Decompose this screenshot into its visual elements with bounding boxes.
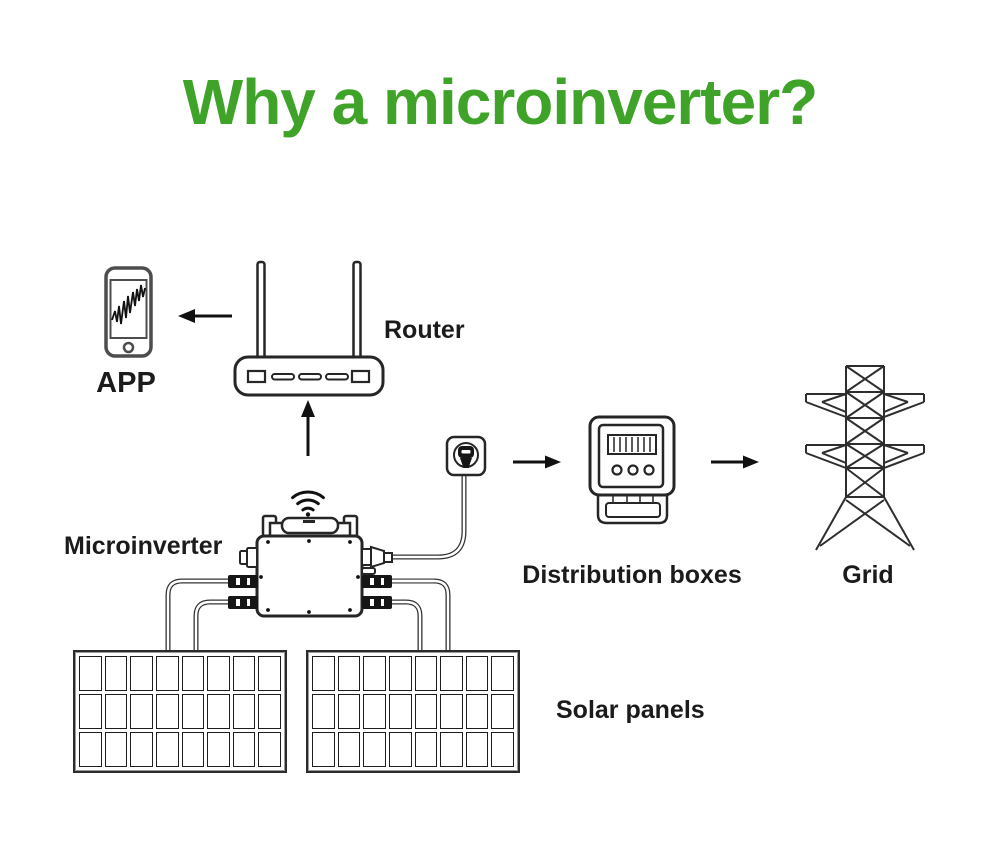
router-label: Router bbox=[384, 316, 465, 344]
home-button bbox=[122, 341, 135, 354]
solar-cell bbox=[258, 732, 281, 767]
solar-cell bbox=[491, 656, 514, 691]
solar-cell bbox=[155, 656, 179, 691]
solar-panels-label: Solar panels bbox=[556, 696, 705, 724]
solar-panel bbox=[73, 650, 287, 773]
screws bbox=[259, 539, 360, 614]
handle bbox=[280, 516, 340, 535]
solar-cell bbox=[155, 732, 179, 767]
solar-cell bbox=[491, 732, 514, 767]
microinverter-icon bbox=[228, 514, 393, 618]
transmission-tower-icon bbox=[805, 365, 925, 551]
solar-cell bbox=[337, 656, 361, 691]
wifi-signal-icon bbox=[291, 490, 325, 517]
solar-cell bbox=[130, 732, 153, 767]
solar-cell bbox=[232, 732, 256, 767]
solar-cell bbox=[130, 694, 153, 729]
solar-cell bbox=[363, 694, 386, 729]
solar-cell bbox=[207, 694, 230, 729]
arrow-up-icon bbox=[301, 400, 315, 456]
solar-cell bbox=[337, 694, 361, 729]
dc-cables bbox=[165, 578, 451, 655]
solar-cell bbox=[388, 732, 412, 767]
solar-cell bbox=[207, 732, 230, 767]
ac-cable bbox=[392, 468, 467, 560]
page-title: Why a microinverter? bbox=[182, 66, 818, 138]
wifi-router-icon bbox=[233, 260, 385, 397]
microinverter-label: Microinverter bbox=[64, 532, 223, 560]
solar-cell bbox=[232, 694, 256, 729]
solar-cell bbox=[155, 694, 179, 729]
solar-cell bbox=[388, 656, 412, 691]
solar-cell bbox=[414, 732, 438, 767]
solar-cell bbox=[440, 656, 463, 691]
solar-cell bbox=[491, 694, 514, 729]
solar-cell bbox=[232, 656, 256, 691]
arrow-left-icon bbox=[178, 309, 232, 323]
solar-cell bbox=[181, 732, 205, 767]
solar-cell bbox=[388, 694, 412, 729]
solar-cell bbox=[181, 694, 205, 729]
solar-cell bbox=[104, 732, 128, 767]
solar-cell bbox=[337, 732, 361, 767]
solar-cell bbox=[440, 694, 463, 729]
solar-cell bbox=[207, 656, 230, 691]
solar-cell bbox=[258, 656, 281, 691]
solar-cell bbox=[363, 732, 386, 767]
arrow-right-icon bbox=[513, 455, 561, 469]
app-label: APP bbox=[96, 367, 156, 399]
solar-panel bbox=[306, 650, 520, 773]
grid-label: Grid bbox=[842, 561, 894, 589]
solar-cell bbox=[312, 694, 335, 729]
solar-cell bbox=[181, 656, 205, 691]
solar-cell bbox=[414, 656, 438, 691]
solar-cell bbox=[414, 694, 438, 729]
solar-cell bbox=[312, 732, 335, 767]
solar-cell bbox=[465, 656, 489, 691]
solar-cell bbox=[363, 656, 386, 691]
distribution-boxes-label: Distribution boxes bbox=[522, 561, 742, 589]
solar-cell bbox=[258, 694, 281, 729]
mc4-connectors bbox=[228, 575, 392, 609]
solar-cell bbox=[130, 656, 153, 691]
solar-cell bbox=[104, 656, 128, 691]
electric-meter-icon bbox=[588, 415, 676, 525]
solar-cell bbox=[79, 694, 102, 729]
smartphone-icon bbox=[104, 266, 153, 358]
solar-cell bbox=[440, 732, 463, 767]
solar-cell bbox=[312, 656, 335, 691]
solar-cell bbox=[465, 694, 489, 729]
solar-cell bbox=[79, 656, 102, 691]
wall-socket-icon bbox=[445, 435, 487, 477]
app-chart-line bbox=[111, 284, 146, 325]
arrow-right-icon bbox=[711, 455, 759, 469]
solar-cell bbox=[79, 732, 102, 767]
solar-cell bbox=[104, 694, 128, 729]
solar-cell bbox=[465, 732, 489, 767]
